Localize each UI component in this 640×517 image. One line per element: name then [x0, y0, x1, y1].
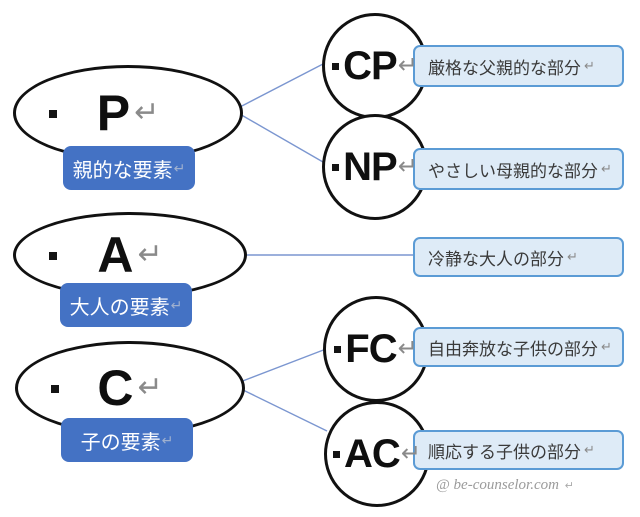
bullet-icon [334, 345, 342, 353]
label-adult-text: 大人の要素 [69, 296, 170, 319]
note-box-adult: 冷静な大人の部分 ↵ [413, 237, 624, 277]
ego-letter-c: C [97, 360, 134, 416]
return-mark-icon: ↵ [601, 161, 612, 176]
return-mark-icon: ↵ [134, 96, 160, 129]
circle-cp-text: CP ↵ [325, 16, 425, 116]
watermark-text: @ be-counselor.com [436, 477, 559, 493]
circle-np: NP ↵ [322, 114, 428, 220]
return-mark-icon: ↵ [173, 159, 186, 176]
bullet-icon [333, 450, 341, 458]
bullet-icon [332, 163, 340, 171]
return-mark-icon: ↵ [400, 440, 421, 467]
connector-c-ac [240, 388, 328, 432]
note-box-ac: 順応する子供の部分 ↵ [413, 430, 624, 470]
note-ac-text: 順応する子供の部分 [428, 442, 581, 462]
note-box-fc: 自由奔放な子供の部分 ↵ [413, 327, 624, 367]
circle-fc: FC ↵ [323, 296, 429, 402]
bullet-icon [332, 62, 340, 70]
circle-np-text: NP ↵ [325, 117, 425, 217]
note-cp-text: 厳格な父親的な部分 [428, 58, 581, 78]
note-box-cp: 厳格な父親的な部分 ↵ [413, 45, 624, 87]
label-child: 子の要素 ↵ [61, 418, 193, 462]
watermark: @ be-counselor.com ↵ [436, 477, 574, 494]
ellipse-parent-text: P ↵ [16, 68, 240, 158]
label-parent-text: 親的な要素 [72, 159, 173, 182]
return-mark-icon: ↵ [397, 153, 418, 180]
return-mark-icon: ↵ [397, 335, 418, 362]
code-ac: AC [344, 432, 401, 476]
label-child-text: 子の要素 [80, 431, 161, 454]
bullet-icon [51, 385, 59, 393]
return-mark-icon: ↵ [567, 249, 578, 264]
note-np-text: やさしい母親的な部分 [428, 161, 598, 181]
ego-letter-a: A [97, 227, 134, 283]
connector-p-cp [237, 63, 324, 109]
note-fc-text: 自由奔放な子供の部分 [428, 339, 598, 359]
ellipse-child-text: C ↵ [18, 344, 242, 432]
code-fc: FC [345, 327, 397, 371]
circle-ac: AC ↵ [324, 401, 430, 507]
circle-ac-text: AC ↵ [327, 404, 427, 504]
circle-fc-text: FC ↵ [326, 299, 426, 399]
note-box-np: やさしい母親的な部分 ↵ [413, 148, 624, 190]
return-mark-icon: ↵ [161, 431, 174, 448]
return-mark-icon: ↵ [584, 442, 595, 457]
ego-letter-p: P [96, 85, 131, 141]
return-mark-icon: ↵ [397, 52, 418, 79]
connector-p-np [237, 112, 324, 163]
code-cp: CP [343, 44, 398, 88]
label-parent: 親的な要素 ↵ [63, 146, 195, 190]
return-mark-icon: ↵ [584, 58, 595, 73]
bullet-icon [49, 110, 57, 118]
ellipse-parent: P ↵ [13, 65, 243, 161]
return-mark-icon: ↵ [170, 296, 183, 313]
circle-cp: CP ↵ [322, 13, 428, 119]
return-mark-icon: ↵ [564, 480, 574, 492]
bullet-icon [49, 252, 57, 260]
return-mark-icon: ↵ [601, 339, 612, 354]
return-mark-icon: ↵ [137, 371, 163, 404]
code-np: NP [343, 145, 398, 189]
connector-c-fc [239, 348, 327, 383]
return-mark-icon: ↵ [137, 238, 163, 271]
note-adult-text: 冷静な大人の部分 [428, 249, 564, 269]
label-adult: 大人の要素 ↵ [60, 283, 192, 327]
ellipse-adult-text: A ↵ [16, 215, 244, 295]
